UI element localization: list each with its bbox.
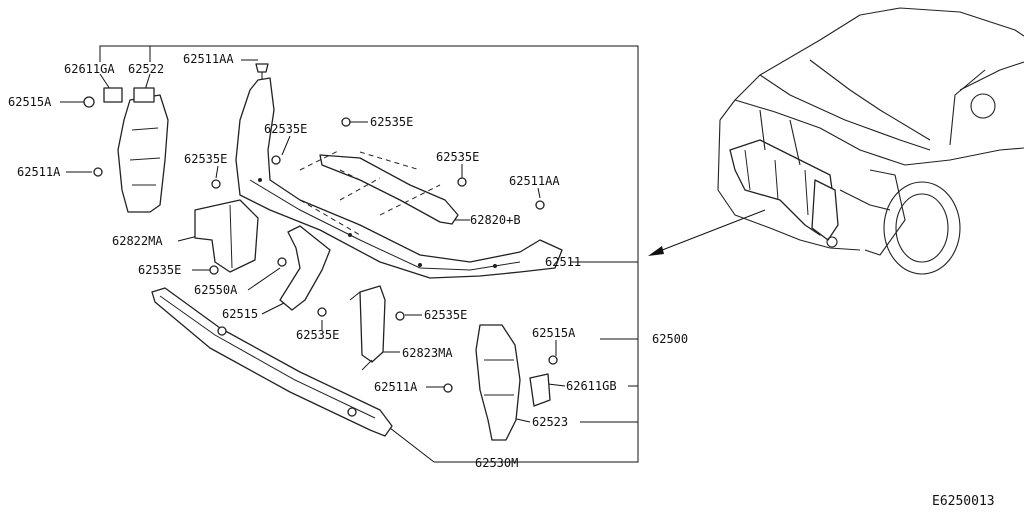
label-62522: 62522 [128, 62, 164, 76]
label-62515A-left: 62515A [8, 95, 52, 109]
label-62511AA-right: 62511AA [509, 174, 560, 188]
label-62611GB: 62611GB [566, 379, 617, 393]
label-62820B: 62820+B [470, 213, 521, 227]
label-62823MA: 62823MA [402, 346, 453, 360]
air-guide-right [349, 285, 386, 371]
label-62535E-1: 62535E [264, 122, 307, 136]
diagram-code: E6250013 [932, 494, 995, 509]
part-labels: 62611GA 62522 62515A 62511AA 62535E 6253… [8, 52, 995, 509]
label-62535E-7: 62535E [424, 308, 467, 322]
label-62500: 62500 [652, 332, 688, 346]
bumper-reinforcement [151, 287, 393, 437]
label-62535E-4: 62535E [436, 150, 479, 164]
label-62511A-left: 62511A [17, 165, 61, 179]
label-62530M: 62530M [475, 456, 518, 470]
radiator-core-support [235, 63, 563, 279]
label-62535E-3: 62535E [184, 152, 227, 166]
label-62515A-right: 62515A [532, 326, 576, 340]
label-62535E-2: 62535E [370, 115, 413, 129]
upper-crossmember [299, 149, 459, 236]
label-62550A: 62550A [194, 283, 238, 297]
headlamp-bracket-left [83, 87, 169, 213]
headlamp-bracket-right [475, 324, 551, 441]
label-62515: 62515 [222, 307, 258, 321]
label-62822MA: 62822MA [112, 234, 163, 248]
vehicle-illustration [717, 7, 1024, 275]
clips [209, 117, 558, 393]
label-62511: 62511 [545, 255, 581, 269]
air-guide-left [194, 199, 259, 273]
hood-lock-stay [279, 225, 331, 311]
label-62523: 62523 [532, 415, 568, 429]
label-62511AA-top: 62511AA [183, 52, 234, 66]
label-62535E-6: 62535E [296, 328, 339, 342]
label-62535E-5: 62535E [138, 263, 181, 277]
pointer-arrow [648, 209, 766, 256]
label-62611GA: 62611GA [64, 62, 115, 76]
label-62511A-bottom: 62511A [374, 380, 418, 394]
